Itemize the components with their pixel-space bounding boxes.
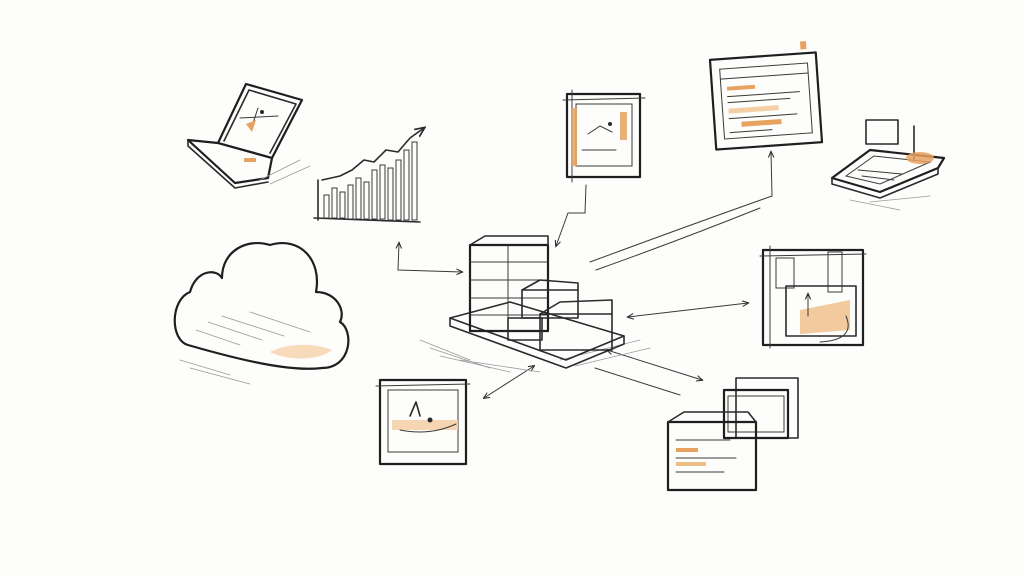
bar-chart-icon [313,128,424,223]
connector-arrows [398,152,772,398]
tablet-device-icon [830,119,946,211]
network-glyph [239,107,279,132]
server-rack-with-boxes-icon [419,235,651,373]
panel-board-icon [759,245,867,349]
framed-picture-icon [562,89,646,183]
document-window-icon [708,41,824,151]
chart-bars [323,141,418,221]
framed-picture-icon [375,378,471,466]
monitor-stack-icon [666,377,799,492]
package-box [507,317,543,341]
cloud-icon [173,242,350,385]
laptop-icon [186,82,311,189]
package-box [521,279,579,319]
package-box [539,299,613,351]
